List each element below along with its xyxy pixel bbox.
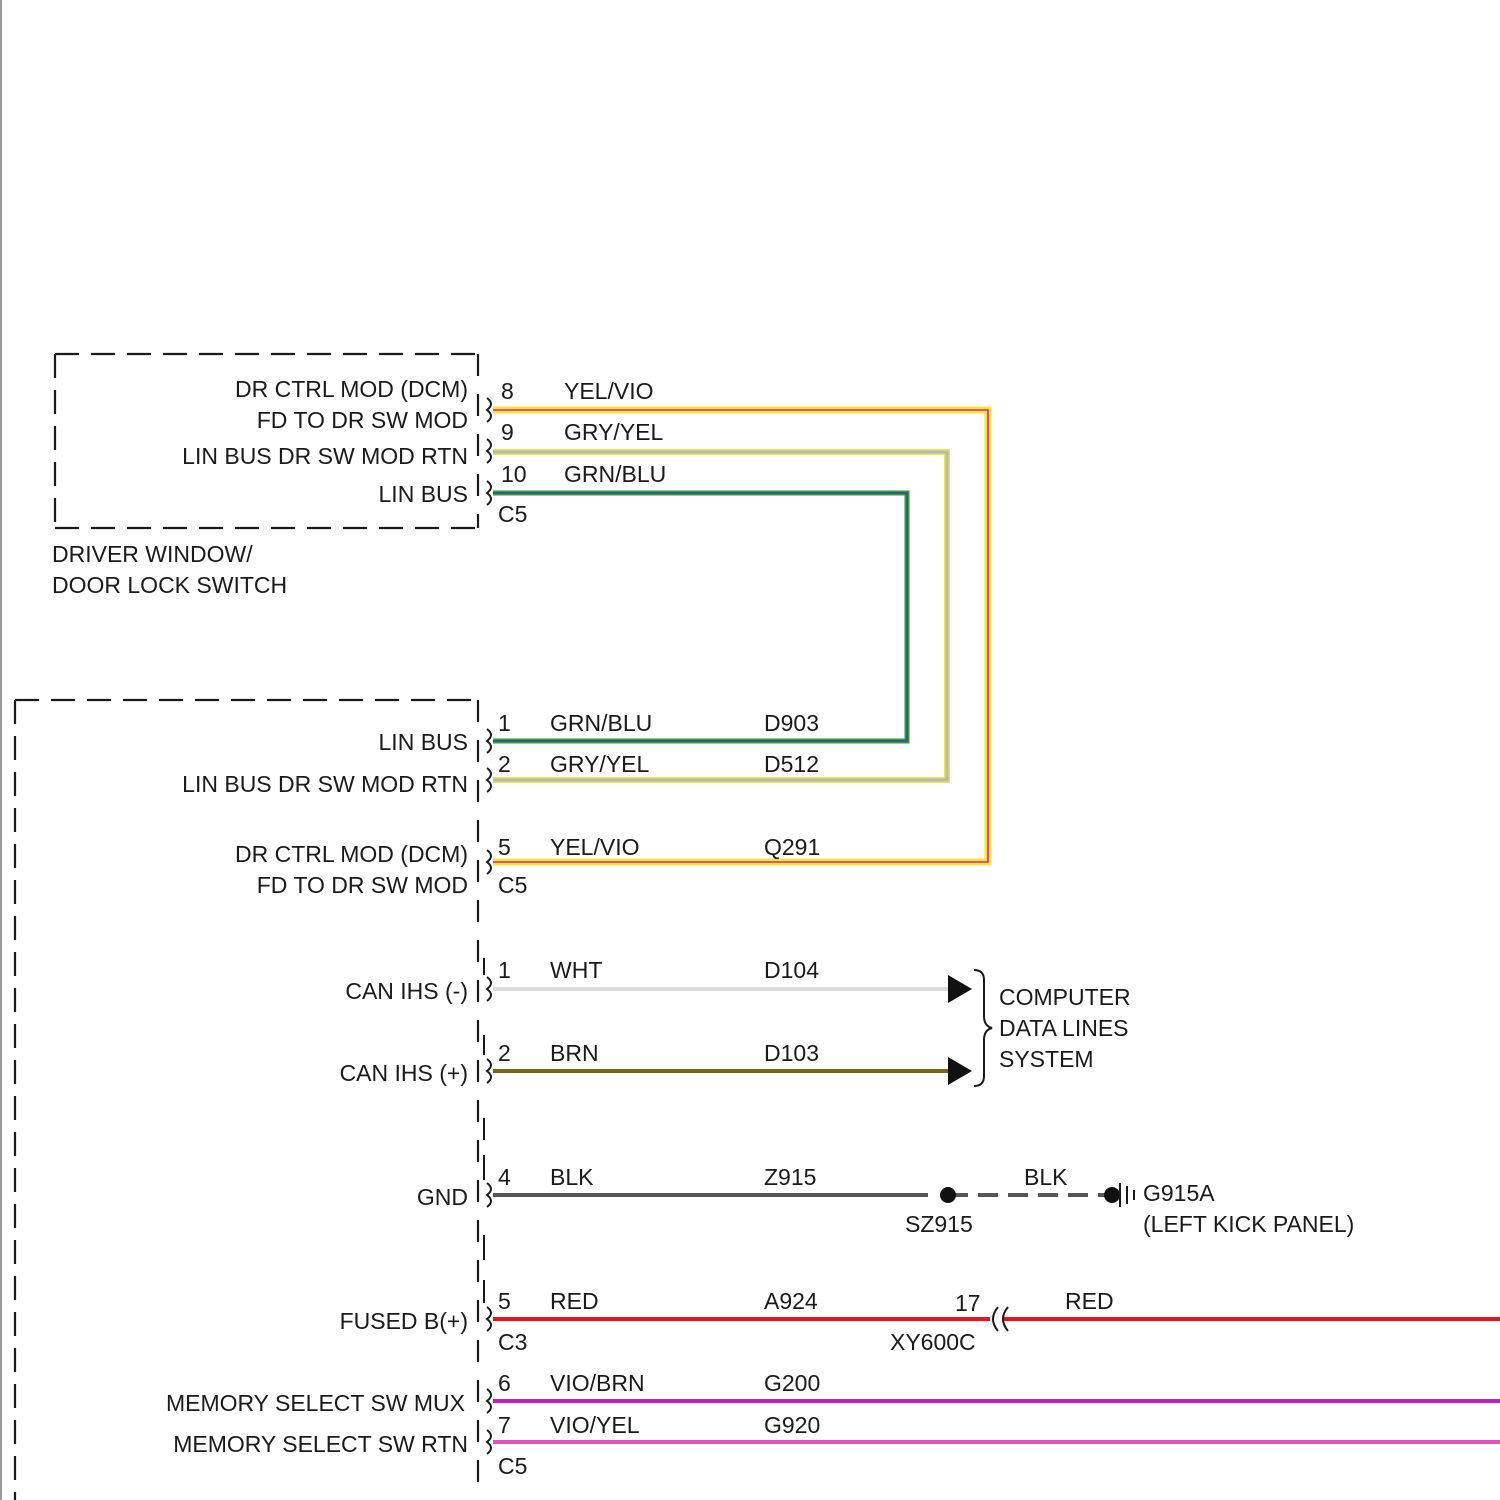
- pin-number: 1: [498, 957, 511, 983]
- circuit-id: G920: [764, 1412, 820, 1438]
- ground-dot: [1104, 1187, 1120, 1203]
- circuit-id: D103: [764, 1040, 819, 1066]
- destination-label: DATA LINES: [999, 1015, 1129, 1041]
- pin-number: 9: [501, 419, 514, 445]
- pin-label: MEMORY SELECT SW RTN: [173, 1431, 468, 1457]
- pin-label: DR CTRL MOD (DCM): [235, 376, 468, 402]
- splice-dot: [940, 1187, 956, 1203]
- pin-number: 10: [501, 461, 527, 487]
- pin-label: LIN BUS: [379, 481, 468, 507]
- inline-pin-number: 17: [955, 1290, 981, 1316]
- connector-c5-top-brackets: [487, 398, 491, 505]
- circuit-id: Z915: [764, 1164, 816, 1190]
- connector-id: C5: [498, 501, 527, 527]
- destination-label: SYSTEM: [999, 1046, 1094, 1072]
- pin-number: 2: [498, 751, 511, 777]
- arrow-icon: [948, 1057, 972, 1085]
- component-name: DOOR LOCK SWITCH: [52, 572, 287, 598]
- wire-color-label: GRN/BLU: [564, 461, 666, 487]
- wire-color-label: VIO/YEL: [550, 1412, 640, 1438]
- pin-label: FD TO DR SW MOD: [257, 872, 468, 898]
- wire-color-label: RED: [1065, 1288, 1114, 1314]
- pin-label: LIN BUS: [379, 729, 468, 755]
- pin-label: CAN IHS (+): [340, 1060, 468, 1086]
- arrow-icon: [948, 975, 972, 1003]
- circuit-id: D512: [764, 751, 819, 777]
- pin-number: 8: [501, 378, 514, 404]
- connector-id: C3: [498, 1329, 527, 1355]
- circuit-id: Q291: [764, 834, 820, 860]
- circuit-id: A924: [764, 1288, 818, 1314]
- component-name: DRIVER WINDOW/: [52, 541, 253, 567]
- module-box: [15, 700, 478, 1500]
- inline-connector-id: XY600C: [890, 1329, 976, 1355]
- connector-c5-brackets: [487, 729, 491, 874]
- connector-id: C5: [498, 872, 527, 898]
- connector-id: C5: [498, 1453, 527, 1479]
- wire-color-label: BLK: [1024, 1164, 1068, 1190]
- pin-number: 5: [498, 834, 511, 860]
- pin-label: GND: [417, 1184, 468, 1210]
- memory-brackets: [487, 1389, 491, 1454]
- gnd-bracket: [484, 1155, 491, 1260]
- wire-color-label: GRN/BLU: [550, 710, 652, 736]
- ground-id: G915A: [1143, 1180, 1215, 1206]
- pin-number: 1: [498, 710, 511, 736]
- wire-color-label: RED: [550, 1288, 599, 1314]
- ground-icon: [1120, 1183, 1134, 1207]
- pin-label: FD TO DR SW MOD: [257, 407, 468, 433]
- pin-number: 5: [498, 1288, 511, 1314]
- circuit-id: G200: [764, 1370, 820, 1396]
- wire-color-label: YEL/VIO: [550, 834, 639, 860]
- pin-label: DR CTRL MOD (DCM): [235, 841, 468, 867]
- wire-color-label: WHT: [550, 957, 602, 983]
- pin-label: FUSED B(+): [340, 1308, 468, 1334]
- destination-label: COMPUTER: [999, 984, 1131, 1010]
- wire-color-label: BLK: [550, 1164, 594, 1190]
- wire-color-label: BRN: [550, 1040, 599, 1066]
- pin-label: LIN BUS DR SW MOD RTN: [182, 443, 468, 469]
- pin-number: 6: [498, 1370, 511, 1396]
- wire-color-label: GRY/YEL: [550, 751, 649, 777]
- pin-label: CAN IHS (-): [345, 978, 468, 1004]
- pin-number: 2: [498, 1040, 511, 1066]
- circuit-id: D104: [764, 957, 819, 983]
- wire-color-label: YEL/VIO: [564, 378, 653, 404]
- splice-id: SZ915: [905, 1211, 973, 1237]
- pin-label: MEMORY SELECT SW MUX: [166, 1390, 465, 1416]
- circuit-id: D903: [764, 710, 819, 736]
- pin-number: 7: [498, 1412, 511, 1438]
- pin-label: LIN BUS DR SW MOD RTN: [182, 771, 468, 797]
- power-bracket: [484, 1280, 491, 1331]
- wire-color-label: VIO/BRN: [550, 1370, 645, 1396]
- wire-grn-blu: [493, 493, 907, 741]
- ground-location: (LEFT KICK PANEL): [1143, 1211, 1354, 1237]
- pin-number: 4: [498, 1164, 511, 1190]
- wire-color-label: GRY/YEL: [564, 419, 663, 445]
